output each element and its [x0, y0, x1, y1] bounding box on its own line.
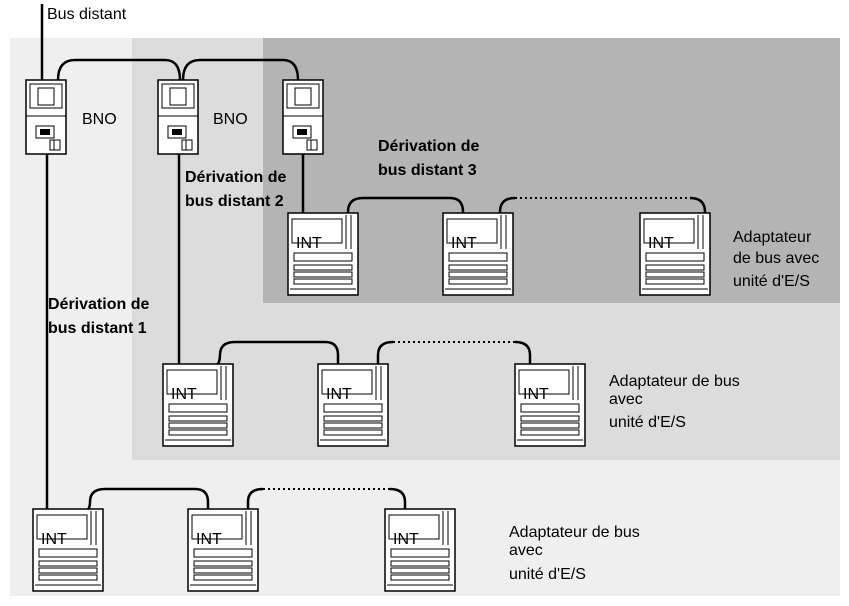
drop-2-label-line1: Dérivation de: [185, 169, 286, 186]
bus-3-segment-c: [689, 196, 707, 225]
io-unit-3-1: [287, 212, 359, 296]
int-label: INT: [648, 235, 674, 252]
remote-bus-label: Bus distant: [47, 6, 127, 23]
io-unit-3-2: [442, 212, 514, 296]
adapter-label-1-line2: avec: [509, 542, 543, 559]
adapter-label-2-line2: avec: [609, 391, 643, 408]
adapter-label-3-line3: unité d'E/S: [733, 273, 810, 290]
zone-drop-3: [263, 38, 840, 303]
bus-2-segment-c: [514, 340, 532, 370]
bno-module-1: [25, 79, 67, 155]
int-label: INT: [196, 531, 222, 548]
int-label: INT: [523, 386, 549, 403]
int-label: INT: [326, 386, 352, 403]
io-unit-1-3: [384, 508, 456, 592]
drop-3-label-line1: Dérivation de: [378, 138, 479, 155]
drop-3-label-line2: bus distant 3: [378, 162, 477, 179]
bno-module-3: [282, 79, 324, 155]
bno-label-1: BNO: [82, 111, 117, 128]
bno-link-2: [181, 58, 300, 81]
io-unit-1-1: [32, 508, 104, 592]
bno-link-1: [56, 58, 182, 81]
int-label: INT: [451, 235, 477, 252]
int-label: INT: [41, 531, 67, 548]
int-label: INT: [296, 235, 322, 252]
io-unit-3-3: [639, 212, 711, 296]
drop-1-label-line1: Dérivation de: [48, 296, 149, 313]
adapter-label-1-line3: unité d'E/S: [509, 566, 586, 583]
bno-module-2: [157, 79, 199, 155]
int-label: INT: [171, 386, 197, 403]
adapter-label-1-line1: Adaptateur de bus: [509, 524, 640, 541]
bus-1-segment-b: [246, 487, 264, 515]
adapter-label-3-line1: Adaptateur: [733, 229, 812, 246]
io-unit-2-2: [317, 363, 389, 447]
bus-3-segment-b: [498, 196, 516, 225]
bus-1-segment-c: [389, 487, 407, 515]
adapter-label-3-line2: de bus avec: [733, 250, 819, 267]
adapter-label-2-line1: Adaptateur de bus: [609, 373, 740, 390]
drop-1-label-line2: bus distant 1: [48, 320, 147, 337]
drop-2-label-line2: bus distant 2: [185, 193, 284, 210]
io-unit-2-1: [162, 363, 234, 447]
adapter-label-2-line3: unité d'E/S: [609, 414, 686, 431]
bno-label-2: BNO: [213, 111, 248, 128]
io-unit-1-2: [187, 508, 259, 592]
bus-2-segment-b: [376, 340, 394, 370]
io-unit-2-3: [514, 363, 586, 447]
int-label: INT: [393, 531, 419, 548]
